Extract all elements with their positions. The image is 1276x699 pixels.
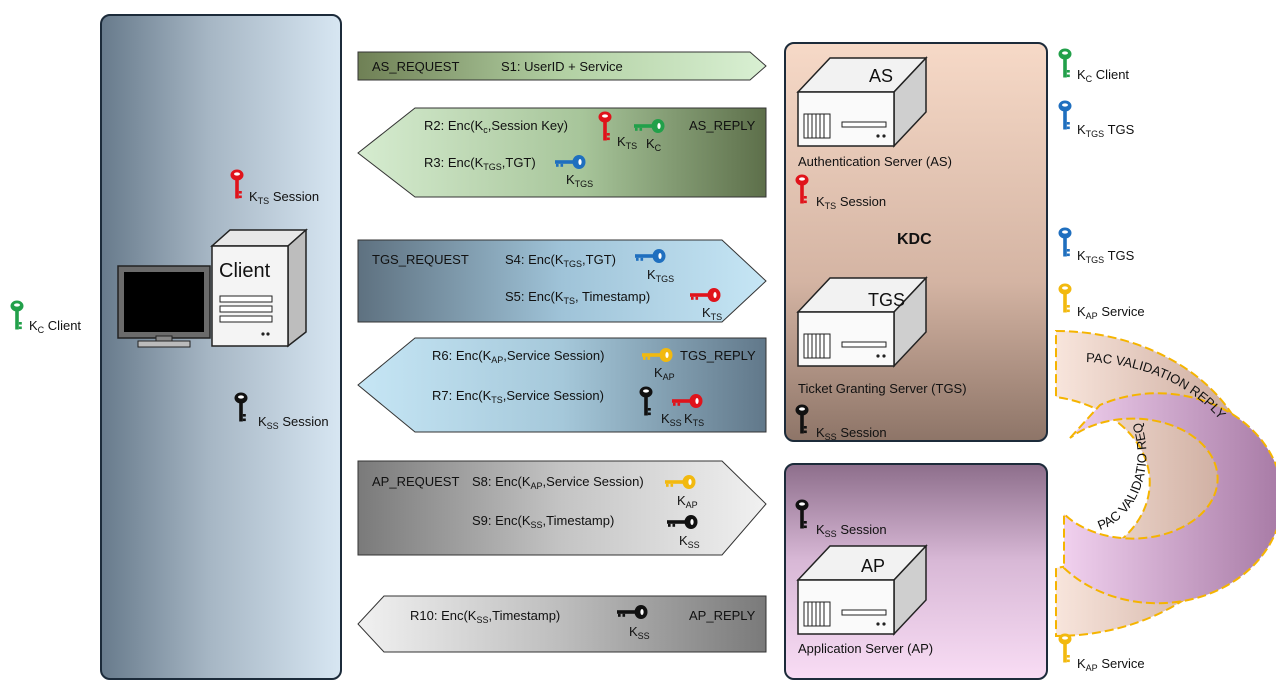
as-request-s1: S1: UserID + Service xyxy=(501,59,623,74)
key-icon xyxy=(794,403,810,435)
key-kts-session-kdc-label: KTS Session xyxy=(816,194,887,211)
as-name: Authentication Server (AS) xyxy=(798,154,952,169)
ap-request-s9: S9: Enc(KSS,Timestamp) xyxy=(472,513,615,530)
key-icon xyxy=(233,391,249,423)
tgs-request-name: TGS_REQUEST xyxy=(372,252,469,267)
tgs-name: Ticket Granting Server (TGS) xyxy=(798,381,967,396)
key-icon xyxy=(1057,99,1073,131)
ap-reply-name: AP_REPLY xyxy=(689,608,756,623)
key-icon xyxy=(1057,632,1073,664)
key-kc-client-right-label: KC Client xyxy=(1077,67,1130,84)
key-kap-service-label-2: KAP Service xyxy=(1077,656,1145,673)
as-reply-r3: R3: Enc(KTGS,TGT) xyxy=(424,155,536,172)
key-kss-ap-request-label: KSS xyxy=(679,533,700,550)
key-ktgs-tgs-request-label: KTGS xyxy=(647,267,675,284)
key-kss-session-client-label: KSS Session xyxy=(258,414,329,431)
key-icon xyxy=(229,168,245,200)
key-kss-session-kdc-label: KSS Session xyxy=(816,425,887,442)
ap-name: Application Server (AP) xyxy=(798,641,934,656)
key-icon xyxy=(9,299,25,331)
as-reply-arrow xyxy=(357,107,767,198)
tgs-server-icon xyxy=(796,276,928,368)
key-kc-client-left-label: KC Client xyxy=(29,318,82,335)
pac-request-arc xyxy=(1063,392,1276,605)
tgs-reply-name: TGS_REPLY xyxy=(680,348,756,363)
key-icon xyxy=(688,287,722,303)
key-kts-tgs-request-label: KTS xyxy=(702,305,723,322)
key-kts-as-reply-label: KTS xyxy=(617,134,638,151)
key-ktgs-tgs-label-1: KTGS TGS xyxy=(1077,122,1135,139)
client-label: Client xyxy=(219,260,271,282)
as-server-icon xyxy=(796,56,928,148)
key-icon xyxy=(1057,226,1073,258)
key-kss-tgs-reply-label: KSS xyxy=(661,411,682,428)
key-kc-as-reply-label: KC xyxy=(646,136,662,153)
key-icon xyxy=(1057,47,1073,79)
key-kss-session-ap-label: KSS Session xyxy=(816,522,887,539)
key-ktgs-as-reply-label: KTGS xyxy=(566,172,594,189)
key-icon xyxy=(794,173,810,205)
key-kap-tgs-reply-label: KAP xyxy=(654,365,675,382)
key-kts-session-client-label: KTS Session xyxy=(249,189,320,206)
key-icon xyxy=(1057,282,1073,314)
ap-label: AP xyxy=(861,556,886,576)
client-computer-icon xyxy=(117,228,308,348)
ap-request-s8: S8: Enc(KAP,Service Session) xyxy=(472,474,644,491)
tgs-request-arrow xyxy=(357,239,767,323)
ap-reply-r10: R10: Enc(KSS,Timestamp) xyxy=(410,608,561,625)
as-reply-r2: R2: Enc(Kc,Session Key) xyxy=(424,118,568,135)
key-icon xyxy=(632,118,666,134)
key-icon xyxy=(670,393,704,409)
key-kap-service-label-1: KAP Service xyxy=(1077,304,1145,321)
ap-reply-arrow xyxy=(357,595,767,653)
key-icon xyxy=(794,498,810,530)
key-kss-ap-reply-label: KSS xyxy=(629,624,650,641)
tgs-reply-r6: R6: Enc(KAP,Service Session) xyxy=(432,348,605,365)
key-kts-tgs-reply-label: KTS xyxy=(684,411,705,428)
key-icon xyxy=(553,154,587,170)
key-icon xyxy=(640,347,674,363)
tgs-label: TGS xyxy=(868,290,906,310)
as-reply-name: AS_REPLY xyxy=(689,118,756,133)
key-kap-ap-request-label: KAP xyxy=(677,493,698,510)
ap-request-name: AP_REQUEST xyxy=(372,474,460,489)
key-icon xyxy=(597,110,613,142)
tgs-reply-r7: R7: Enc(KTS,Service Session) xyxy=(432,388,604,405)
key-ktgs-tgs-label-2: KTGS TGS xyxy=(1077,248,1135,265)
key-icon xyxy=(633,248,667,264)
key-icon xyxy=(615,604,649,620)
key-icon xyxy=(663,474,697,490)
tgs-request-s5: S5: Enc(KTS, Timestamp) xyxy=(505,289,651,306)
key-icon xyxy=(638,385,654,417)
ap-request-arrow xyxy=(357,460,767,556)
kdc-title: KDC xyxy=(897,231,932,248)
as-label: AS xyxy=(869,66,894,86)
ap-server-icon xyxy=(796,544,928,636)
as-request-name: AS_REQUEST xyxy=(372,59,460,74)
tgs-request-s4: S4: Enc(KTGS,TGT) xyxy=(505,252,616,269)
key-icon xyxy=(665,514,699,530)
